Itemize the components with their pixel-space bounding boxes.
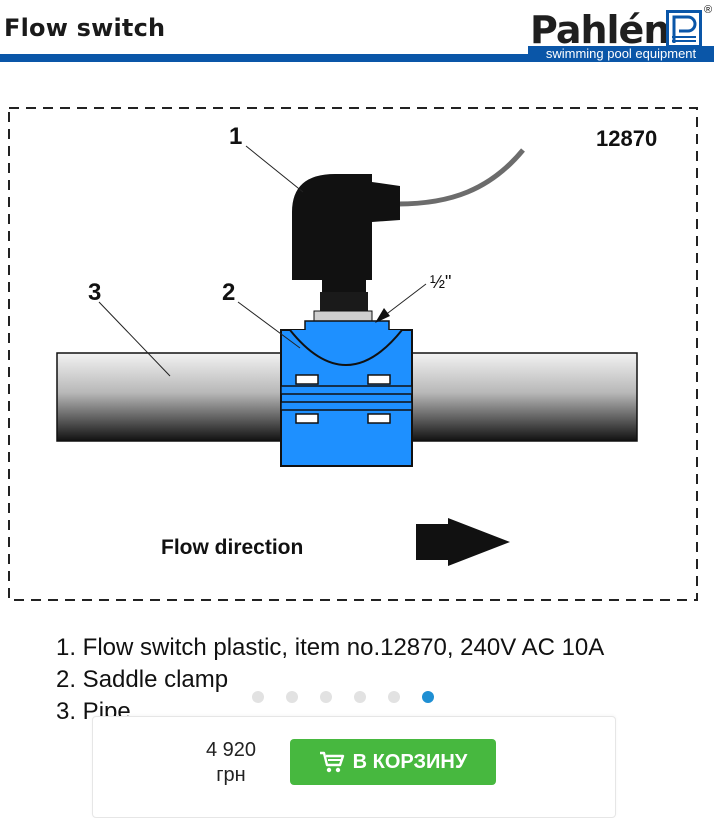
logo-wordmark: Pahlén — [530, 8, 670, 52]
thread-size-label: ½" — [430, 272, 451, 292]
clamp-bolt — [367, 413, 391, 424]
legend-list: 1. Flow switch plastic, item no.12870, 2… — [56, 632, 604, 728]
leader-line-2 — [237, 301, 301, 349]
add-to-cart-button[interactable]: В КОРЗИНУ — [290, 739, 496, 785]
diagram-frame — [8, 107, 698, 601]
callout-2: 2 — [222, 279, 235, 306]
switch-collar — [322, 280, 366, 292]
leader-line-1 — [245, 145, 304, 193]
switch-thread — [313, 310, 373, 322]
add-to-cart-label: В КОРЗИНУ — [352, 750, 468, 773]
clamp-bolt — [367, 374, 391, 385]
header-accent-bar — [0, 54, 534, 62]
carousel-dot[interactable] — [320, 691, 332, 703]
page-title: Flow switch — [4, 14, 166, 42]
carousel-dot[interactable] — [252, 691, 264, 703]
callout-1: 1 — [229, 123, 242, 150]
item-number: 12870 — [596, 126, 657, 151]
flow-arrow-icon — [416, 518, 510, 566]
carousel-dot-active[interactable] — [422, 691, 434, 703]
clamp-bolt — [295, 413, 319, 424]
product-diagram: 1 2 3 12870 ½" Flow direction — [8, 107, 698, 601]
clamp-bolt — [295, 374, 319, 385]
clamp-flange-lower — [280, 401, 413, 411]
leader-line-3 — [98, 301, 171, 377]
flow-switch-head — [292, 174, 400, 280]
price-currency: грн — [216, 764, 246, 786]
clamp-flange-upper — [280, 385, 413, 395]
legend-item: 1. Flow switch plastic, item no.12870, 2… — [56, 634, 605, 661]
carousel-dots — [252, 690, 434, 704]
switch-cable — [397, 148, 525, 207]
price-amount: 4 920 — [205, 739, 257, 761]
carousel-dot[interactable] — [388, 691, 400, 703]
logo-tagline: swimming pool equipment — [528, 46, 714, 62]
legend-item: 2. Saddle clamp — [56, 666, 229, 693]
thread-pointer-icon — [375, 308, 390, 323]
switch-nut — [320, 292, 368, 312]
carousel-dot[interactable] — [286, 691, 298, 703]
logo-registered-mark: ® — [704, 4, 713, 16]
callout-3: 3 — [88, 279, 101, 306]
clamp-saddle-arc — [289, 329, 403, 366]
flow-direction-label: Flow direction — [161, 536, 303, 559]
brand-logo: Pahlén ® swimming pool equipment — [524, 4, 718, 62]
logo-p-mark-icon — [666, 10, 702, 48]
leader-line-thread — [383, 283, 427, 317]
cart-icon — [319, 751, 344, 773]
price: 4 920 грн — [196, 738, 266, 788]
carousel-dot[interactable] — [354, 691, 366, 703]
